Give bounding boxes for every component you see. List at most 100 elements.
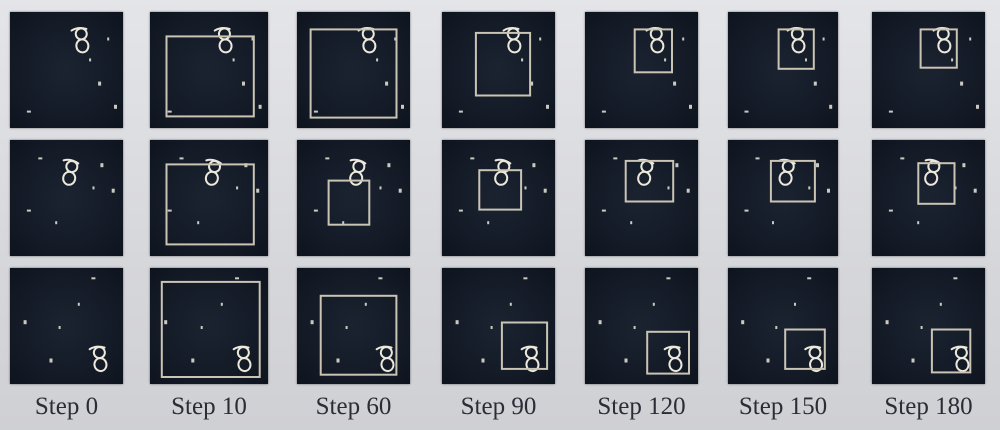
glimpse-box xyxy=(165,35,255,118)
panel-canvas xyxy=(23,277,108,373)
clutter-speck xyxy=(379,186,382,190)
clutter-speck xyxy=(775,326,778,329)
clutter-speck xyxy=(23,320,27,325)
mnist-panel-row3-step-120 xyxy=(585,268,698,384)
clutter-speck xyxy=(686,188,690,193)
clutter-speck xyxy=(385,81,389,86)
clutter-speck xyxy=(91,277,96,280)
clutter-speck xyxy=(458,110,463,113)
clutter-speck xyxy=(232,58,235,62)
clutter-speck xyxy=(630,221,633,225)
glimpse-box xyxy=(624,159,675,203)
mnist-panel-row3-step-60 xyxy=(297,268,410,384)
mnist-panel-row3-step-10 xyxy=(150,268,268,384)
clutter-speck xyxy=(652,302,655,306)
clutter-speck xyxy=(251,37,254,41)
clutter-speck xyxy=(342,221,345,225)
clutter-speck xyxy=(543,188,547,193)
digit-eight xyxy=(70,26,90,54)
clutter-speck xyxy=(664,58,667,62)
mnist-panel-row3-step-150 xyxy=(728,268,838,384)
step-label: Step 180 xyxy=(884,393,973,420)
panel-canvas xyxy=(165,157,260,246)
panel-canvas xyxy=(458,157,547,225)
clutter-speck xyxy=(242,81,245,86)
clutter-speck xyxy=(939,302,942,306)
clutter-speck xyxy=(26,110,31,113)
clutter-speck xyxy=(813,81,817,86)
mnist-panel-row2-step-0 xyxy=(10,140,123,256)
clutter-speck xyxy=(55,221,58,225)
clutter-speck xyxy=(741,320,745,325)
mnist-panel-row2-step-120 xyxy=(585,140,698,256)
clutter-speck xyxy=(191,358,195,363)
glimpse-box xyxy=(633,28,673,74)
clutter-speck xyxy=(744,209,749,212)
clutter-speck xyxy=(114,104,117,109)
clutter-speck xyxy=(539,37,542,41)
glimpse-box xyxy=(784,328,826,370)
clutter-speck xyxy=(398,188,402,193)
clutter-speck xyxy=(167,209,172,212)
glimpse-box xyxy=(309,28,398,119)
mnist-panel-row1-step-90 xyxy=(442,12,555,128)
digit-eight xyxy=(357,26,377,54)
mnist-panel-row1-step-0 xyxy=(10,12,123,128)
clutter-speck xyxy=(633,326,636,329)
panel-canvas xyxy=(458,26,549,113)
digit-eight xyxy=(804,345,824,373)
digit-eight xyxy=(645,26,665,54)
mnist-panel-row1-step-10 xyxy=(150,12,268,128)
digit-eight xyxy=(232,345,252,373)
digit-eight xyxy=(375,345,395,373)
clutter-speck xyxy=(200,326,203,329)
clutter-speck xyxy=(675,163,679,168)
digit-eight xyxy=(204,158,223,186)
panel-canvas xyxy=(313,157,402,226)
clutter-speck xyxy=(220,302,223,306)
clutter-speck xyxy=(490,326,493,329)
clutter-speck xyxy=(98,81,102,86)
panel-canvas xyxy=(741,277,826,373)
clutter-speck xyxy=(521,58,524,62)
clutter-speck xyxy=(885,320,889,325)
clutter-speck xyxy=(953,277,958,280)
clutter-speck xyxy=(481,358,485,363)
clutter-speck xyxy=(624,358,628,363)
mnist-panel-row2-step-180 xyxy=(872,140,985,256)
step-label: Step 60 xyxy=(315,393,392,420)
clutter-speck xyxy=(667,186,670,190)
panel-canvas xyxy=(310,277,398,376)
panel-canvas xyxy=(160,277,261,378)
clutter-speck xyxy=(822,37,825,41)
clutter-speck xyxy=(524,186,527,190)
clutter-speck xyxy=(973,188,977,193)
glimpse-box xyxy=(917,162,956,205)
panel-canvas xyxy=(601,26,692,113)
clutter-speck xyxy=(794,302,796,306)
clutter-speck xyxy=(772,221,774,225)
clutter-speck xyxy=(598,320,602,325)
mnist-panel-row1-step-180 xyxy=(872,12,985,128)
clutter-speck xyxy=(26,209,31,212)
clutter-speck xyxy=(313,110,318,113)
clutter-speck xyxy=(336,358,340,363)
clutter-speck xyxy=(673,81,677,86)
digit-eight xyxy=(349,158,367,186)
step-label: Step 120 xyxy=(597,393,686,420)
panel-canvas xyxy=(455,277,549,373)
panel-canvas xyxy=(744,157,830,225)
clutter-speck xyxy=(509,302,512,306)
clutter-speck xyxy=(805,58,807,62)
clutter-speck xyxy=(917,221,920,225)
step-label: Step 90 xyxy=(460,393,537,420)
clutter-speck xyxy=(682,37,685,41)
clutter-speck xyxy=(960,81,964,86)
clutter-speck xyxy=(601,209,606,212)
clutter-speck xyxy=(100,163,104,168)
glimpse-box xyxy=(777,28,815,70)
clutter-speck xyxy=(325,157,330,160)
panel-canvas xyxy=(888,157,977,225)
clutter-speck xyxy=(523,277,528,280)
